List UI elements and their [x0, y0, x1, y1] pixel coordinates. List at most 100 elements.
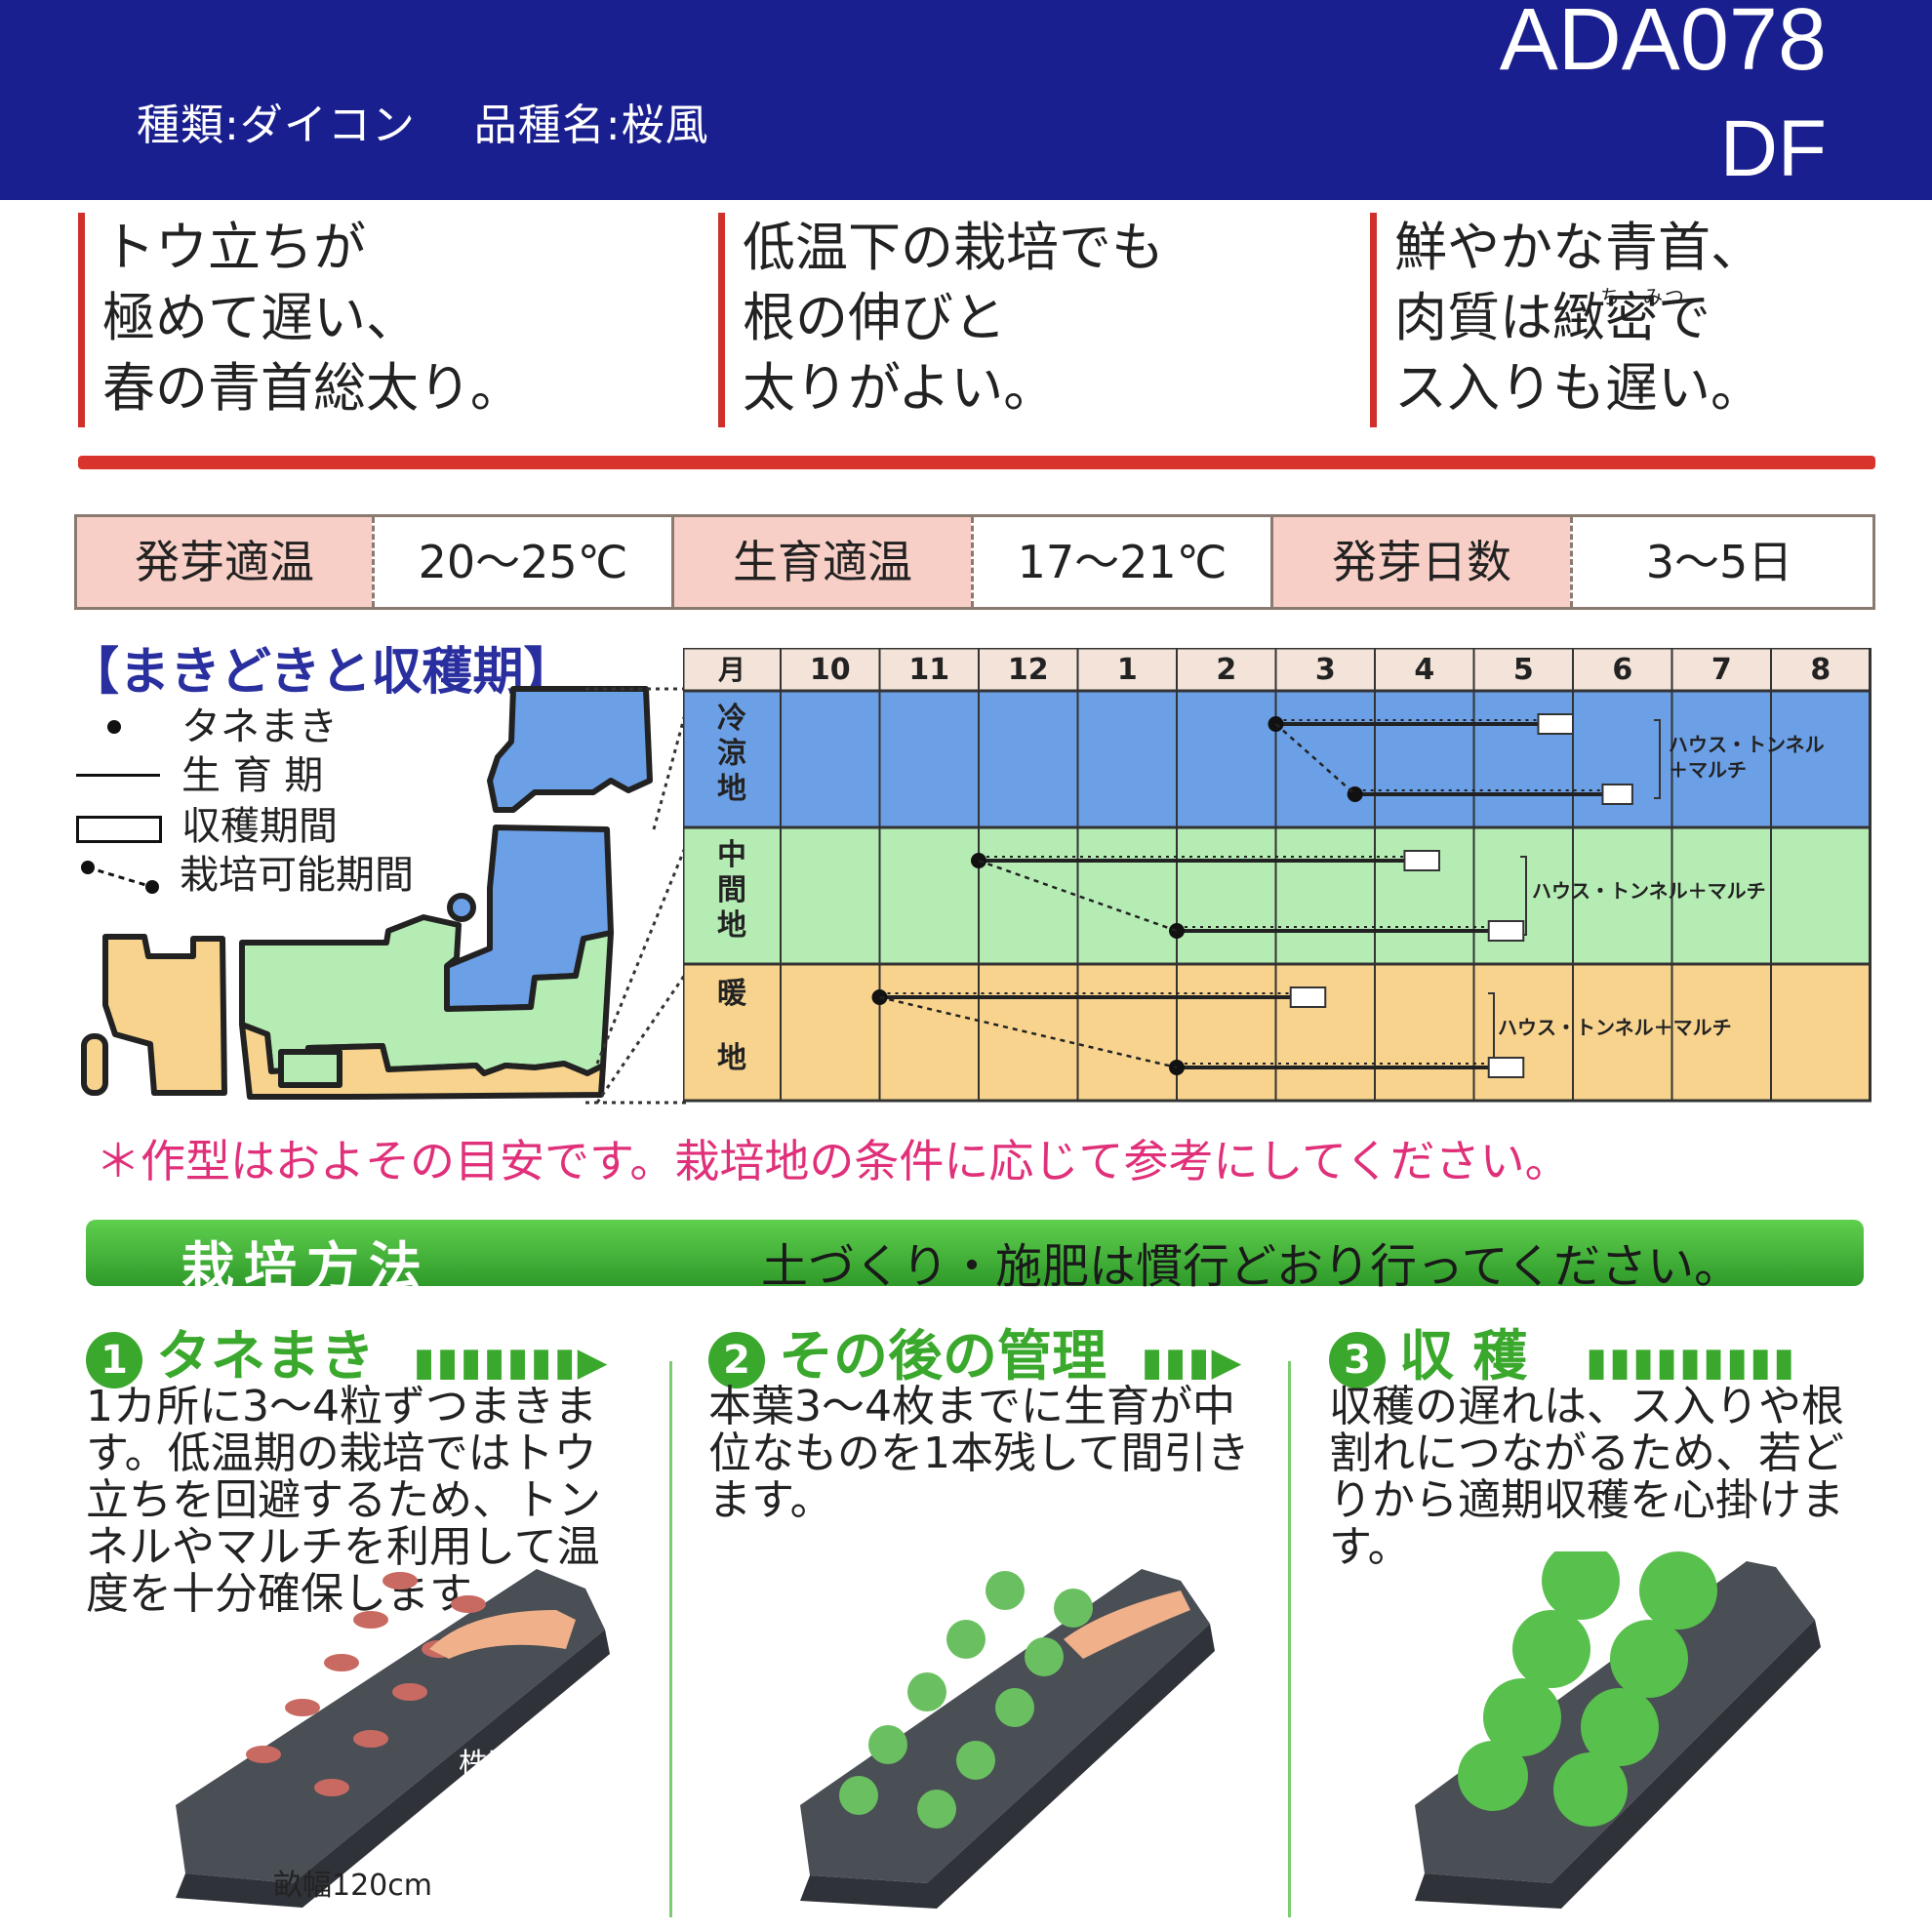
month-tick-label: 8: [1810, 653, 1831, 687]
red-divider: [78, 456, 1875, 469]
legend-possible: 栽培可能期間: [76, 843, 414, 900]
step-1-text: 1カ所に3〜4粒ずつまきます。低温期の栽培ではトウ立ちを回避するため、トンネルや…: [86, 1382, 601, 1619]
step-number: 1: [86, 1331, 142, 1389]
temp-label: 発芽日数: [1270, 517, 1570, 607]
feature-3: 鮮やかな青首、 肉質は緻密で ス入りも遅い。: [1370, 213, 1763, 427]
dotted-line-icon: [76, 853, 162, 898]
harvest-box: [1289, 986, 1327, 1008]
feature-1: トウ立ちが 極めて遅い、 春の青首総太り。: [78, 213, 523, 427]
column-divider: [669, 1361, 672, 1917]
feature-line: 低温下の栽培でも: [743, 217, 1164, 278]
step-title: タネまき: [156, 1325, 375, 1389]
harvest-illustration: [1415, 1551, 1821, 1909]
thinning-illustration: [800, 1569, 1215, 1909]
feature-line: 春の青首総太り。: [102, 357, 523, 419]
bracket: [1654, 719, 1661, 799]
legend-label: タネまき: [181, 704, 338, 749]
product-code: ADA078: [1499, 0, 1827, 89]
japan-map: [81, 686, 653, 1100]
step-3-text: 収穫の遅れは、ス入りや根割れにつながるため、若どりから適期収穫を心掛けます。: [1329, 1382, 1844, 1572]
month-tick-label: 3: [1315, 653, 1336, 687]
temperature-table: 発芽適温 20〜25℃ 生育適温 17〜21℃ 発芽日数 3〜5日: [74, 514, 1875, 610]
ruby-text: ち みつ: [1600, 285, 1686, 308]
region-label: 冷: [717, 702, 746, 736]
region-note: ハウス・トンネル＋マルチ: [1532, 879, 1766, 903]
schedule-note: ＊作型はおよその目安です。栽培地の条件に応じて参考にしてください。: [96, 1135, 1570, 1187]
arrow-icon: ▮▮▮▮▮▮▮▶: [413, 1340, 610, 1385]
header-band: [0, 0, 1932, 200]
month-tick-label: 5: [1513, 653, 1534, 687]
harvest-box: [1537, 713, 1574, 735]
harvest-box: [1601, 784, 1633, 805]
month-tick-label: 11: [908, 653, 949, 687]
temp-value: 17〜21℃: [971, 517, 1270, 607]
month-tick-label: 10: [810, 653, 851, 687]
region-label: 間: [717, 873, 746, 907]
feature-line: 根の伸びと: [743, 287, 1006, 348]
month-tick-label: 2: [1216, 653, 1236, 687]
width-label: 畝幅120cm: [273, 1869, 432, 1903]
harvest-box: [1403, 850, 1440, 871]
region-label: 地: [717, 1041, 746, 1075]
step-2-text: 本葉3〜4枚までに生育が中位なものを1本残して間引きます。: [708, 1382, 1250, 1525]
line-icon: [76, 774, 160, 777]
legend-growth: 生 育 期: [76, 744, 323, 800]
temp-label: 発芽適温: [77, 517, 372, 607]
possible-period-line: [1274, 723, 1356, 795]
box-icon: [76, 816, 162, 843]
sowing-illustration: 株間 20〜30cm 畝幅120cm: [176, 1569, 617, 1908]
spacing-label: 株間: [459, 1748, 517, 1782]
variety-label: 種類:ダイコン 品種名:桜風: [137, 101, 709, 150]
schedule-title: 【まきどきと収穫期】: [68, 643, 575, 702]
region-note: ハウス・トンネル＋マルチ: [1498, 1016, 1732, 1039]
feature-line: 肉質は緻密で: [1394, 287, 1711, 348]
sowing-dot: [1169, 923, 1185, 939]
region-label: 地: [717, 908, 746, 943]
feature-2: 低温下の栽培でも 根の伸びと 太りがよい。: [718, 213, 1164, 427]
possible-period-line: [879, 995, 1178, 1069]
region-label: 暖: [717, 977, 747, 1011]
legend-harvest: 収穫期間: [76, 794, 338, 851]
method-title: 栽培方法: [181, 1236, 431, 1298]
feature-line: 極めて遅い、: [102, 287, 419, 348]
legend-label: 生 育 期: [181, 753, 324, 798]
product-subcode: DF: [1719, 104, 1827, 193]
step-title: 収 穫: [1399, 1325, 1528, 1389]
column-divider: [1288, 1361, 1291, 1917]
region-label: 涼: [717, 737, 746, 771]
region-label: 中: [717, 838, 746, 872]
temp-label: 生育適温: [671, 517, 971, 607]
feature-line: トウ立ちが: [102, 217, 366, 278]
arrow-icon: ▮▮▮▶: [1141, 1340, 1244, 1385]
legend-sowing: タネまき: [76, 695, 338, 751]
temp-value: 20〜25℃: [372, 517, 671, 607]
legend-label: 収穫期間: [181, 804, 338, 849]
step-title: その後の管理: [779, 1325, 1107, 1389]
region-label: 地: [717, 772, 746, 806]
harvest-box: [1487, 1057, 1525, 1078]
temp-value: 3〜5日: [1570, 517, 1866, 607]
step-number: 3: [1329, 1331, 1386, 1389]
month-tick-label: 7: [1711, 653, 1732, 687]
map-warm-region: [81, 934, 606, 1100]
feature-line: ス入りも遅い。: [1394, 357, 1763, 419]
month-tick-label: 1: [1117, 653, 1138, 687]
feature-line: 太りがよい。: [743, 357, 1057, 419]
arrow-icon: ▮▮▮▮▮▮▮▮▮: [1586, 1340, 1797, 1385]
dot-icon: [107, 720, 121, 734]
month-tick-label: 4: [1414, 653, 1434, 687]
method-banner: [86, 1220, 1864, 1286]
feature-line: 鮮やかな青首、: [1394, 217, 1763, 278]
harvest-box: [1487, 920, 1525, 942]
method-subtitle: 土づくり・施肥は慣行どおり行ってください。: [761, 1239, 1742, 1294]
spacing-value: 20〜30cm: [468, 1785, 617, 1819]
step-number: 2: [708, 1331, 765, 1389]
month-tick-label: 6: [1612, 653, 1632, 687]
connector-lines: [585, 687, 693, 1105]
region-note: ＋マルチ: [1669, 758, 1747, 782]
month-header-label: 月: [717, 654, 745, 686]
region-note: ハウス・トンネル: [1669, 733, 1825, 756]
